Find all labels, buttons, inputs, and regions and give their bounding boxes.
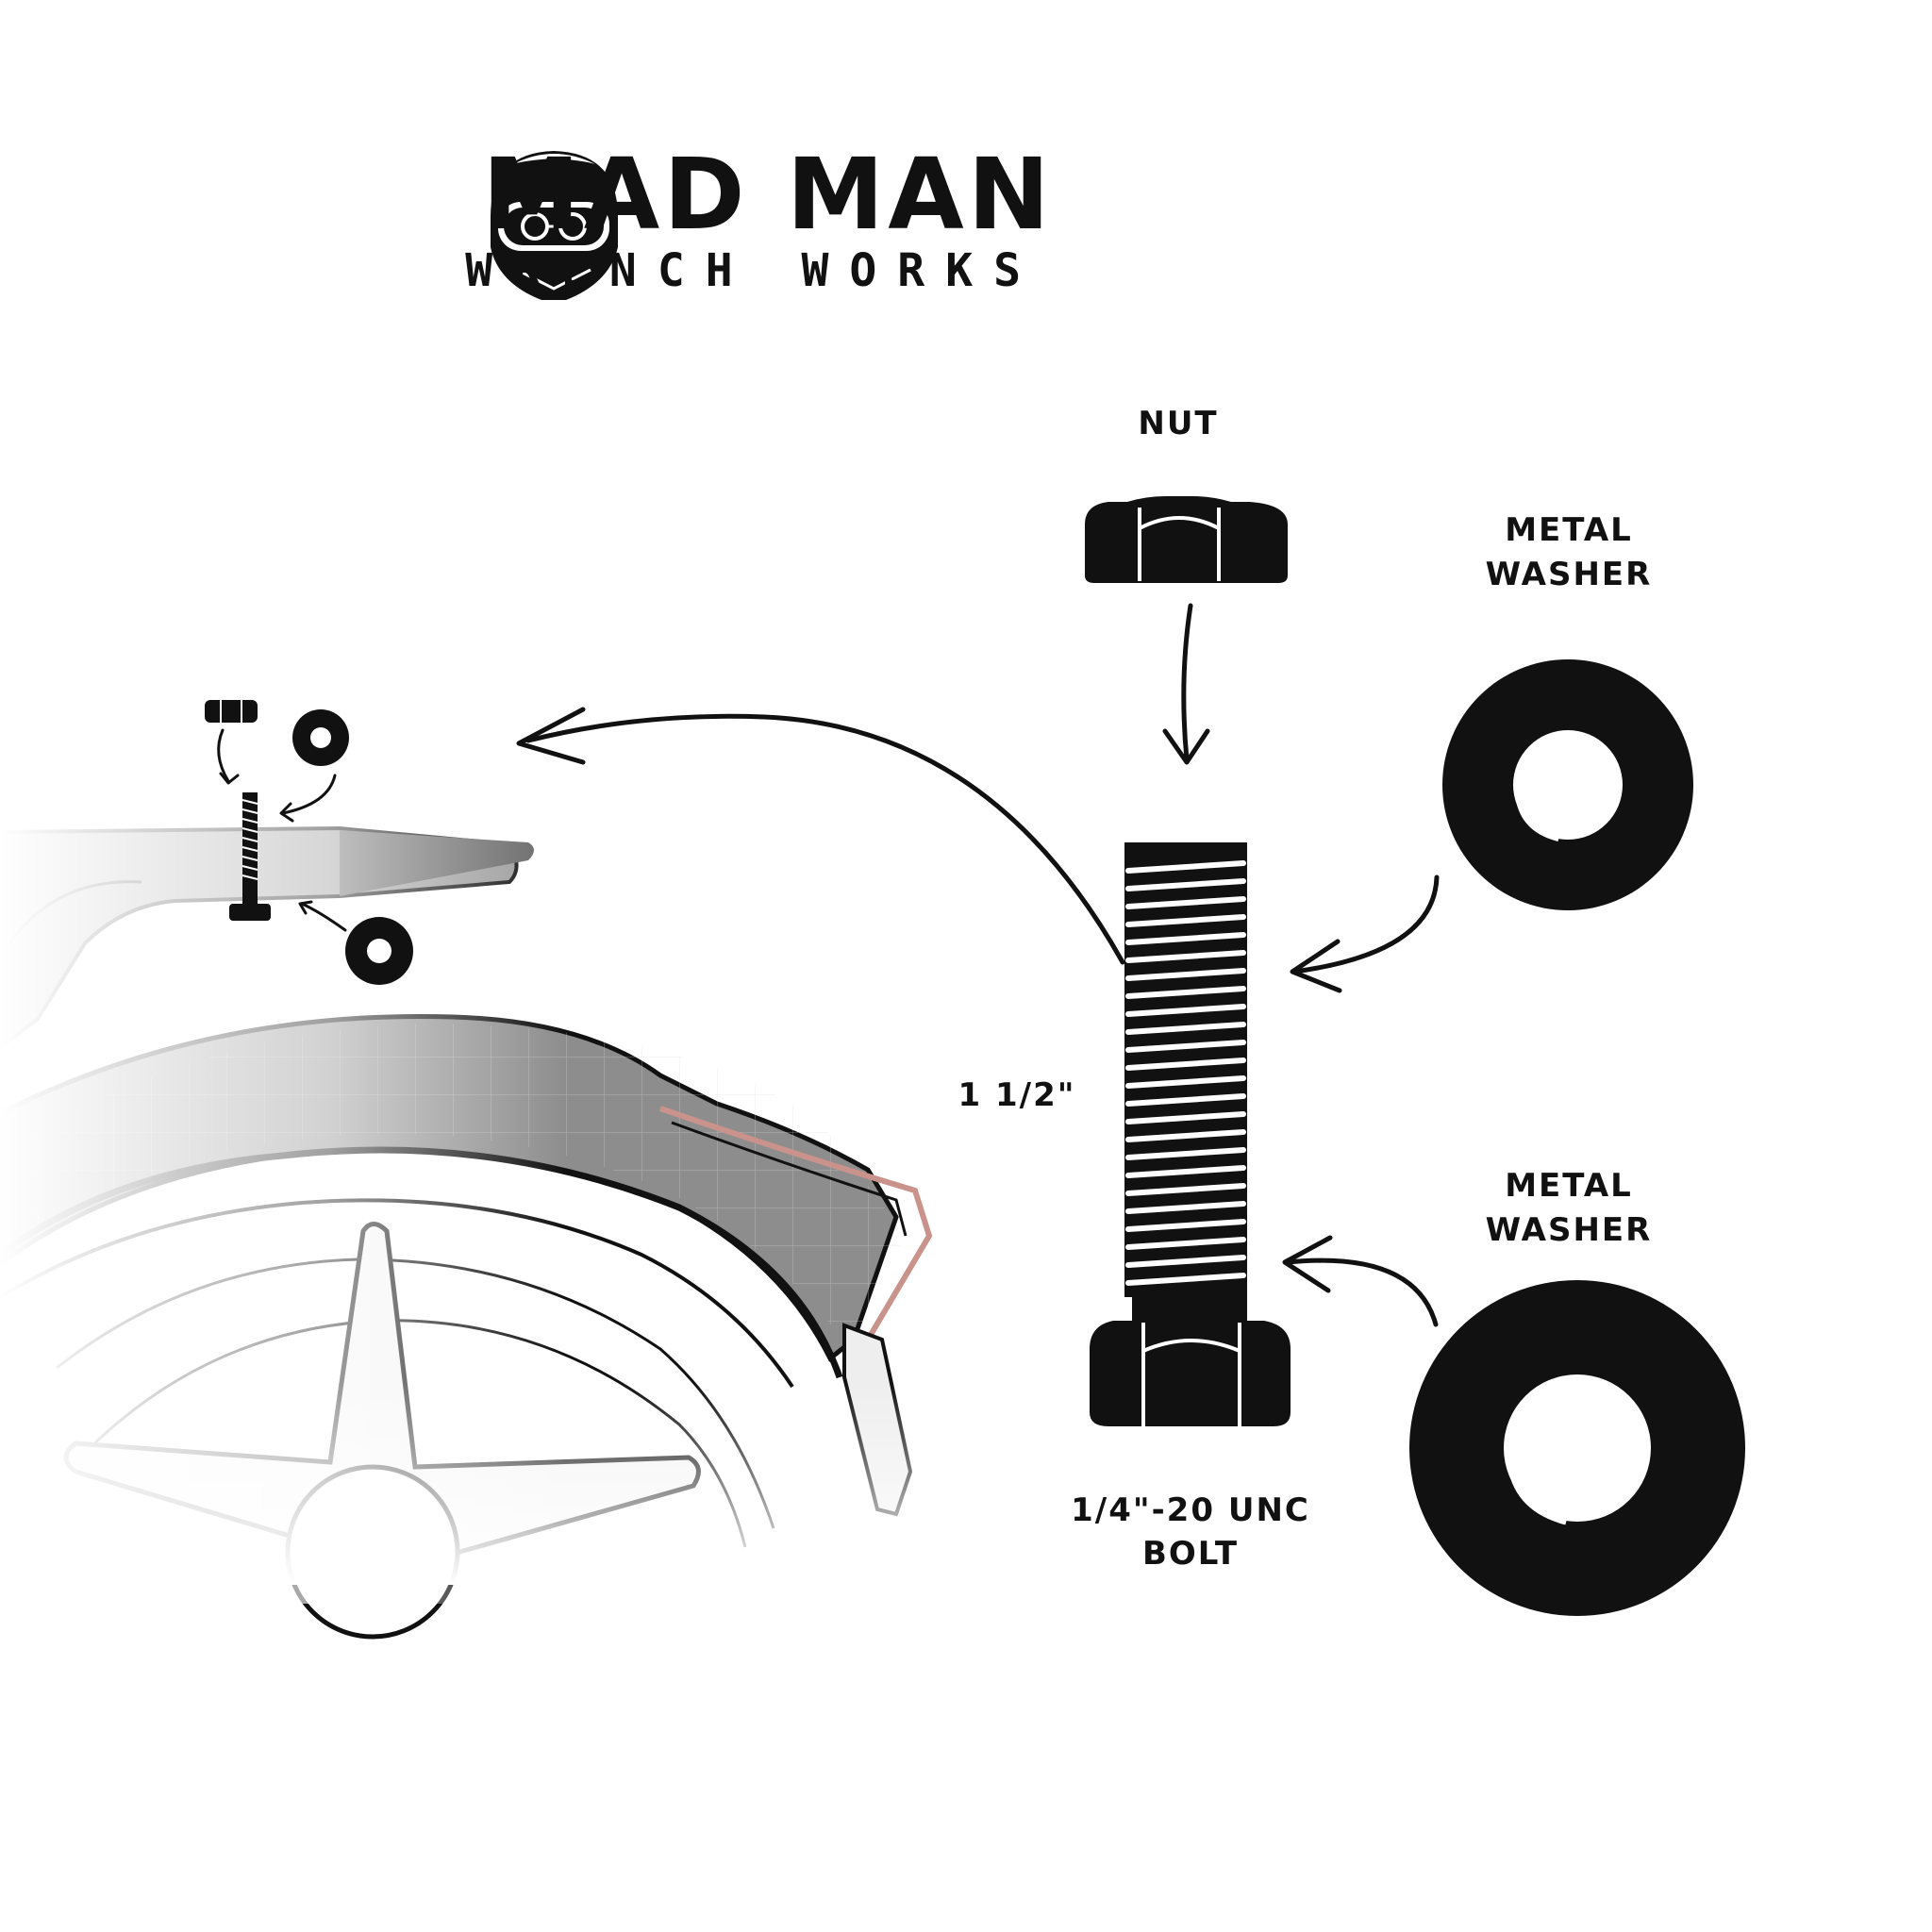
bolt-icon [1090,842,1291,1426]
washer-bottom-label-line2: WASHER [1486,1211,1653,1249]
washer-bottom-icon [1409,1280,1745,1616]
car-wheel-illustration [0,802,943,1640]
nut-label: NUT [1138,405,1218,442]
brand-logo: MAD MAN WRENCH WORKS [465,137,1054,300]
bolt-spec-label-line1: 1/4"-20 UNC [1071,1491,1310,1529]
washer-top-label-line1: METAL [1505,511,1633,549]
mini-washer-bottom-icon [345,917,413,985]
mini-washer-top-icon [292,709,349,766]
bolt-spec-label-line2: BOLT [1142,1535,1239,1573]
washer-bottom-label-line1: METAL [1505,1167,1633,1205]
washer-top-arrow [1290,874,1440,993]
mini-bolt-icon [229,792,271,921]
washer-top-label-line2: WASHER [1486,556,1653,593]
bolt-length-label: 1 1/2" [958,1076,1076,1114]
nut-icon [1085,496,1288,583]
washer-bottom-arrow [1282,1235,1439,1327]
brand-tagline: WRENCH WORKS [465,244,1041,297]
mini-nut-icon [205,700,258,723]
mini-assembly [205,700,413,985]
brand-name: MAD MAN [482,137,1054,252]
assembly-arrow [516,707,1125,965]
nut-arrow [1162,603,1210,765]
washer-top-icon [1442,659,1693,910]
helmet-icon [491,151,618,300]
